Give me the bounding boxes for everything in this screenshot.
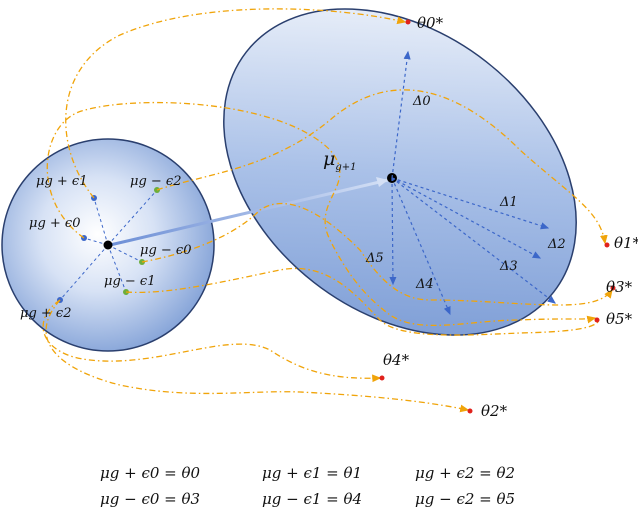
equation-0-2: μg + ϵ2 = θ2 <box>415 464 515 482</box>
equation-1-2: μg − ϵ2 = θ5 <box>415 490 515 508</box>
delta-label-5: Δ5 <box>365 251 384 266</box>
theta-label-1: θ1* <box>614 234 638 252</box>
theta-label-4: θ4* <box>383 351 410 369</box>
delta-label-3: Δ3 <box>499 259 518 274</box>
equation-0-0: μg + ϵ0 = θ0 <box>100 464 201 482</box>
theta-point-4 <box>379 375 385 381</box>
delta-label-4: Δ4 <box>415 277 434 292</box>
next-distribution-ellipse <box>223 8 577 336</box>
theta-label-3: θ3* <box>606 278 633 296</box>
update-arrow <box>109 178 389 247</box>
equation-0-1: μg + ϵ1 = θ1 <box>262 464 362 482</box>
theta-point-5 <box>594 317 600 323</box>
theta-label-5: θ5* <box>606 310 633 328</box>
theta-point-0 <box>405 19 411 25</box>
theta-point-3 <box>610 285 616 291</box>
delta-label-1: Δ1 <box>499 195 518 210</box>
theta-point-1 <box>604 242 610 248</box>
mu-next-label: μg+1 <box>323 148 357 173</box>
label-plus-e2: μg + ϵ2 <box>20 306 71 321</box>
equation-1-1: μg − ϵ1 = θ4 <box>262 490 362 508</box>
theta-point-2 <box>467 408 473 414</box>
delta-label-2: Δ2 <box>547 237 566 252</box>
delta-label-0: Δ0 <box>412 94 431 109</box>
label-plus-e1: μg + ϵ1 <box>36 174 87 189</box>
label-minus-e0: μg − ϵ0 <box>140 243 191 258</box>
label-minus-e2: μg − ϵ2 <box>130 174 181 189</box>
equation-1-0: μg − ϵ0 = θ3 <box>100 490 200 508</box>
sample-rays <box>59 189 158 301</box>
label-plus-e0: μg + ϵ0 <box>29 216 80 231</box>
delta-arrows <box>389 50 556 316</box>
theta-label-0: θ0* <box>417 14 444 32</box>
mu-g-point <box>103 240 113 250</box>
label-minus-e1: μg − ϵ1 <box>104 274 155 289</box>
theta-label-2: θ2* <box>481 402 508 420</box>
mapping-curves <box>42 8 613 413</box>
